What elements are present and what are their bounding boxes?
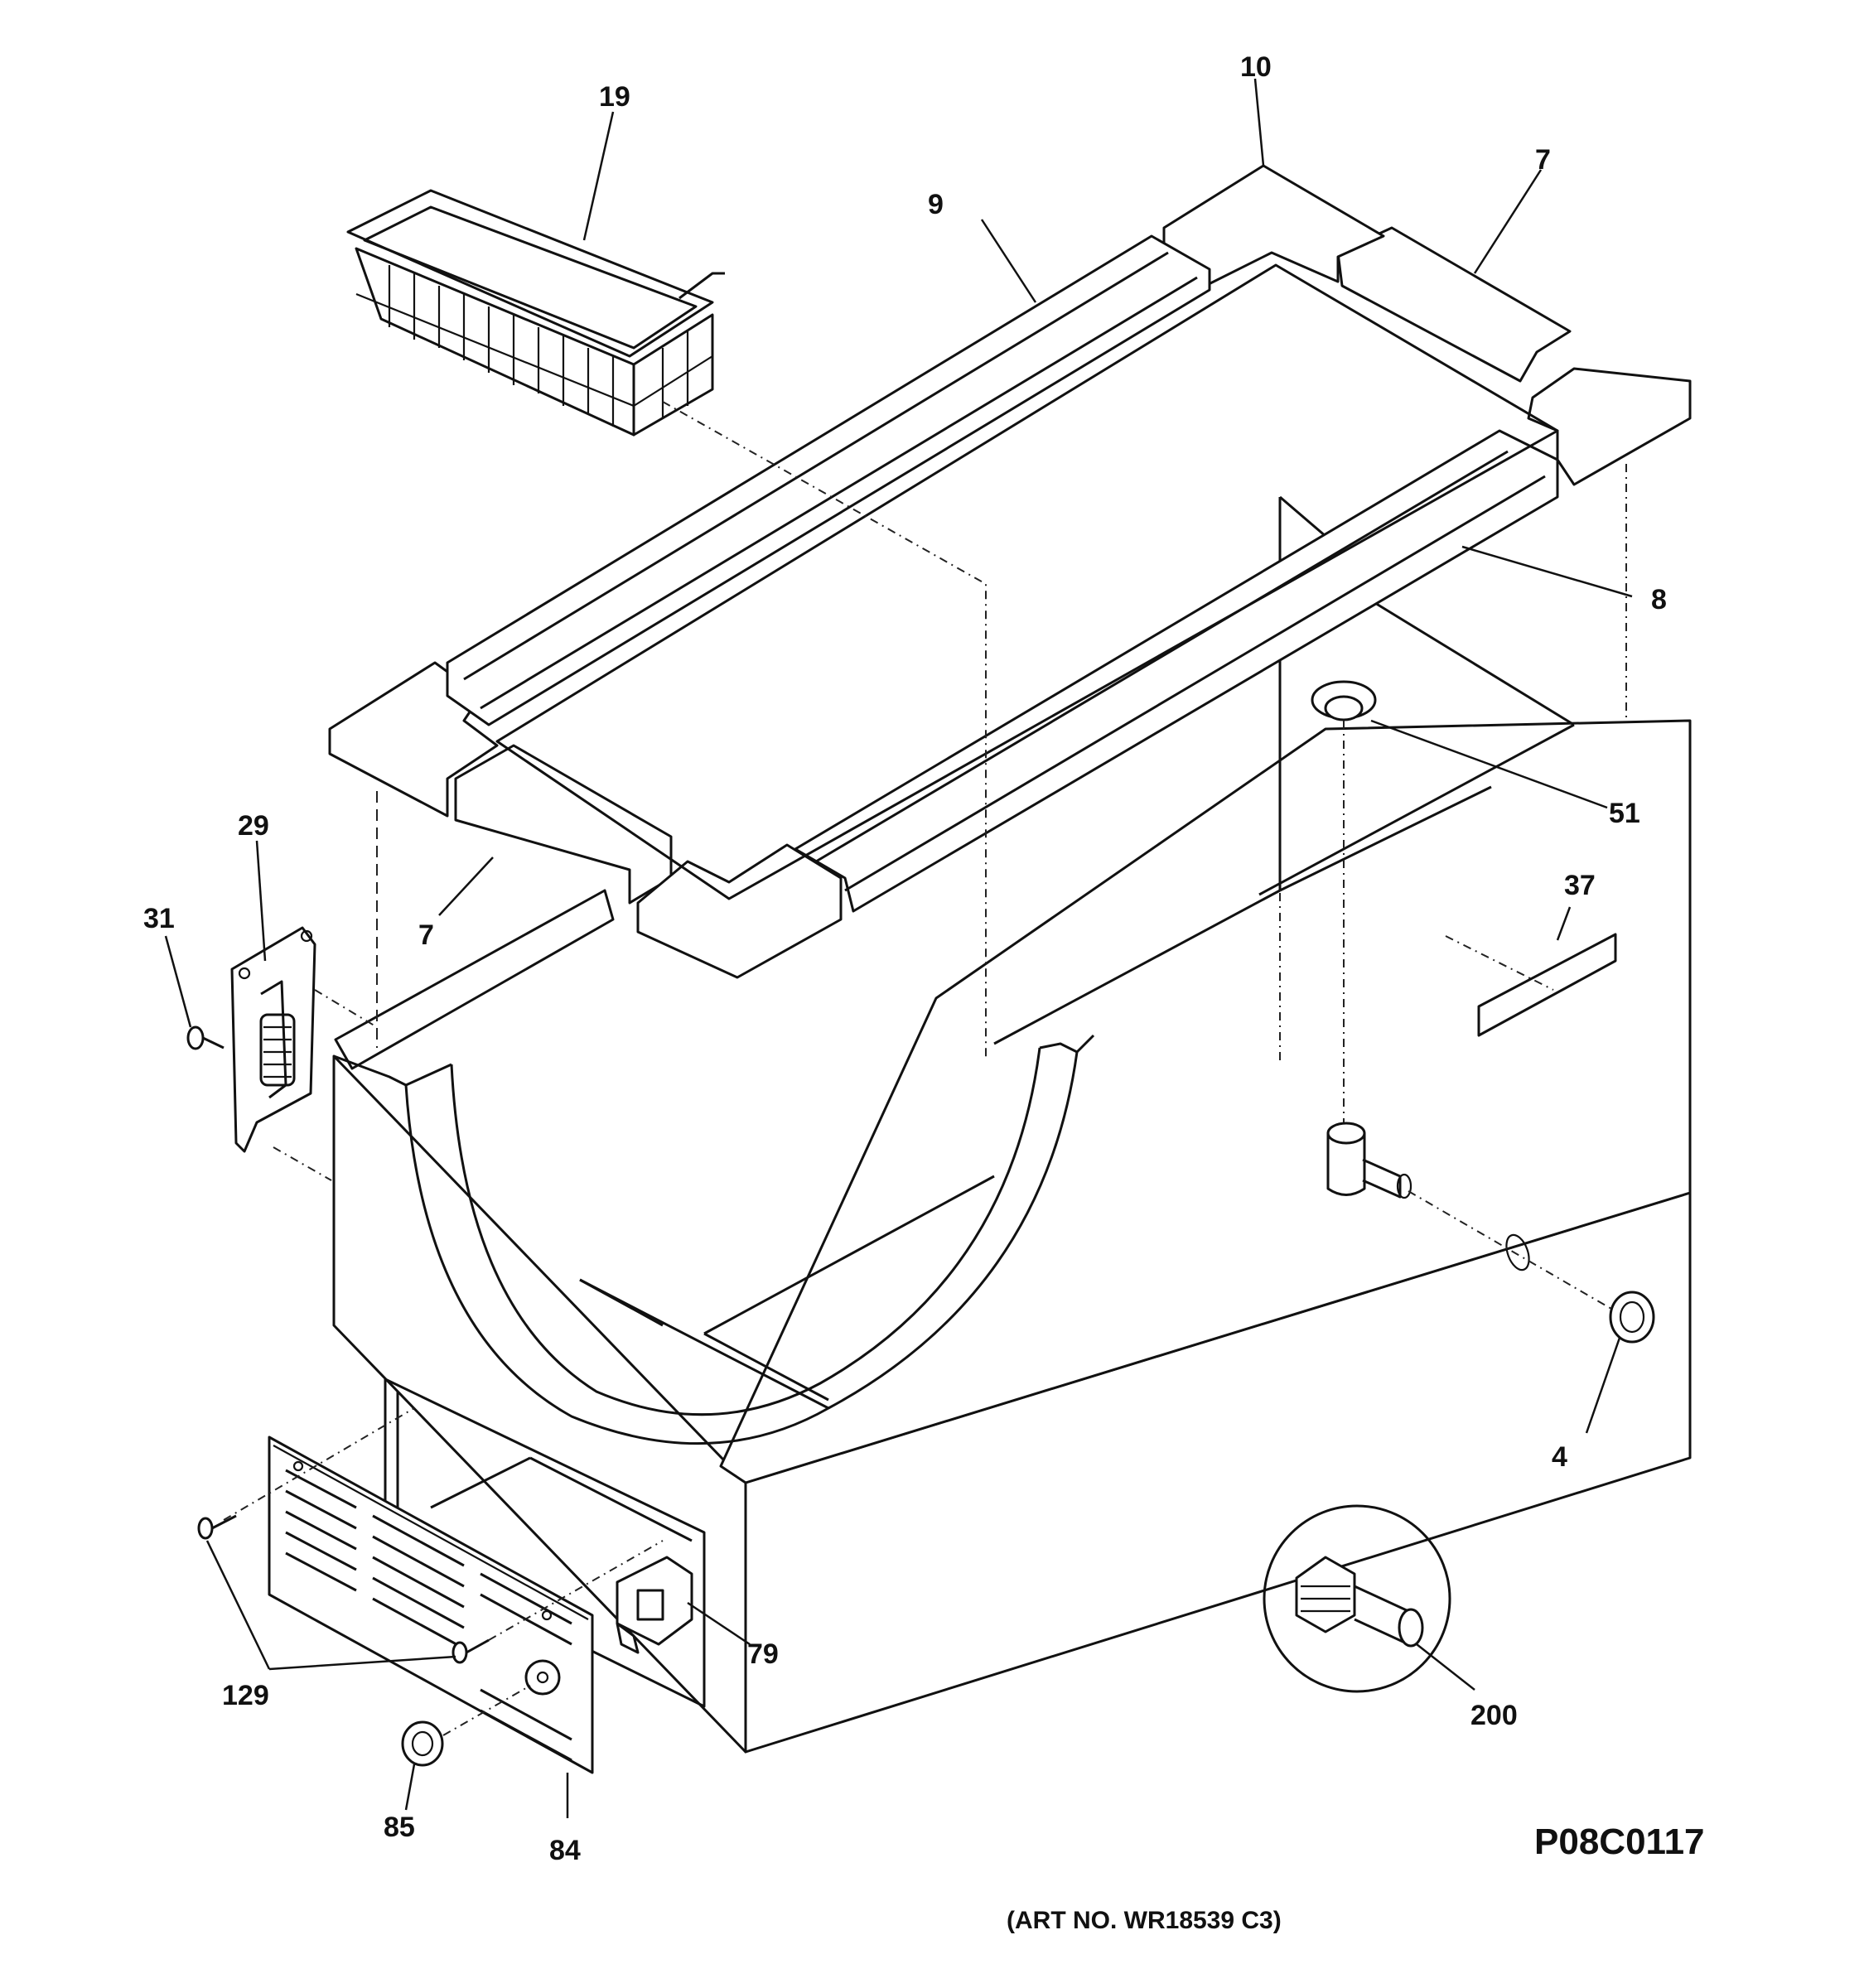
freezer-cabinet	[332, 495, 1692, 1754]
callout-4: 4	[1552, 1441, 1567, 1473]
thermostat-79	[616, 1556, 693, 1654]
callout-7-bottom: 7	[418, 919, 434, 951]
callout-129: 129	[222, 1680, 269, 1711]
detail-circle-200	[1263, 1504, 1451, 1693]
assembly-dash-lines	[223, 401, 1627, 1736]
callout-29: 29	[238, 810, 269, 842]
callout-8: 8	[1651, 584, 1667, 615]
lid-latch-hinge	[230, 926, 316, 1153]
art-number: (ART NO. WR18539 C3)	[1007, 1907, 1282, 1934]
label-37	[1477, 933, 1617, 1037]
callout-labels: 19 10 7 9 8 51 29 31 7 37 4 79 129 200 8…	[143, 51, 1667, 1866]
callout-79: 79	[747, 1638, 779, 1670]
callout-9: 9	[928, 189, 944, 220]
diagram-code: P08C0117	[1534, 1822, 1705, 1862]
drain-tube	[1326, 1122, 1412, 1199]
callout-31: 31	[143, 903, 175, 934]
drain-plug-51	[1311, 680, 1377, 721]
knob-85	[401, 1720, 444, 1767]
wire-basket	[346, 189, 725, 437]
leader-lines	[164, 78, 1633, 1818]
callout-51: 51	[1609, 798, 1640, 829]
front-grille-84	[268, 1436, 594, 1774]
screw-129-right	[452, 1638, 490, 1664]
callout-7-top: 7	[1535, 144, 1551, 176]
callout-200: 200	[1470, 1700, 1518, 1731]
callout-10: 10	[1240, 51, 1272, 83]
callout-37: 37	[1564, 870, 1596, 901]
callout-85: 85	[384, 1812, 415, 1843]
callout-19: 19	[599, 81, 630, 113]
drain-cap-4	[1609, 1291, 1655, 1344]
screw-129-left	[197, 1514, 237, 1540]
callout-84: 84	[549, 1835, 581, 1866]
screw-31	[186, 1025, 225, 1050]
